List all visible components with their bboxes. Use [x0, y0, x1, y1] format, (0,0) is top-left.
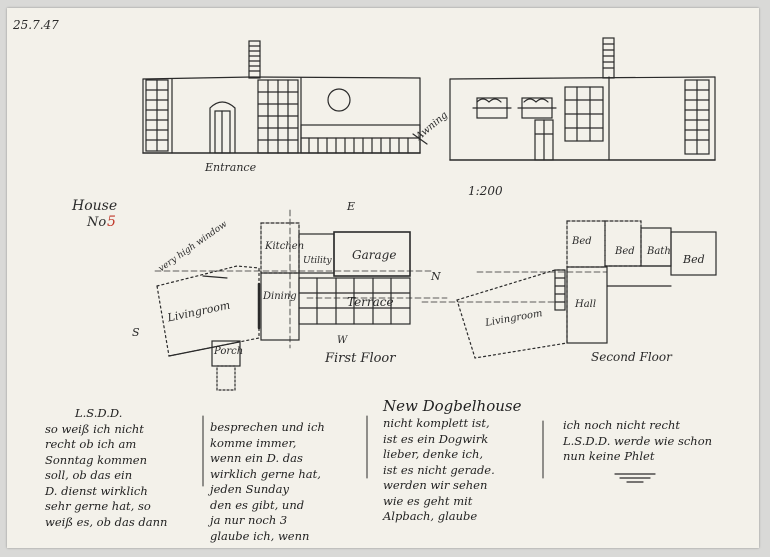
room-bath: Bath [647, 246, 671, 257]
note-column-4: ich noch nicht recht L.S.D.D. werde wie … [563, 418, 712, 465]
room-bed-1: Bed [572, 236, 592, 247]
house-label: House [72, 198, 118, 214]
note-line: nun keine Phlet [563, 449, 655, 463]
sheet-date: 25.7.47 [13, 18, 59, 32]
note-line: Alpbach, glaube [383, 509, 478, 523]
scale-label: 1:200 [468, 184, 503, 198]
note-line: sehr gerne hat, so [45, 499, 151, 513]
note-line: glaube ich, wenn [210, 528, 310, 543]
note-line: ist es nicht gerade. [383, 462, 495, 477]
house-drawing [142, 37, 717, 487]
compass-south: S [132, 326, 140, 339]
note-line: D. dienst wirklich [45, 483, 148, 498]
house-number-prefix: No [87, 215, 107, 230]
note-column-3: New Dogbelhouse nicht komplett ist, ist … [383, 396, 521, 525]
note-line: Sonntag kommen [45, 452, 148, 467]
note-column-2: besprechen und ich komme immer, wenn ein… [210, 420, 325, 544]
room-garage: Garage [352, 248, 397, 262]
note-line: soll, ob das ein [45, 468, 133, 482]
note-line: den es gibt, und [210, 497, 305, 512]
note-line: L.S.D.D. werde wie schon [563, 433, 713, 448]
note-line: weiß es, ob das dann [45, 514, 168, 529]
room-dining: Dining [263, 291, 297, 302]
room-utility: Utility [303, 256, 332, 266]
room-bed-3: Bed [683, 253, 705, 266]
second-floor-plan [421, 220, 717, 359]
compass-west: W [337, 335, 348, 346]
note-line: ja nur noch 3 [210, 513, 288, 527]
note-line: ist es ein Dogwirk [383, 431, 489, 446]
drawing-sheet: 25.7.47 1:200 House No 5 Entrance Awning… [7, 8, 759, 548]
entrance-label: Entrance [205, 161, 257, 174]
room-porch: Porch [214, 346, 244, 357]
note-line: wirklich gerne hat, [210, 466, 321, 481]
note-line: nicht komplett ist, [383, 416, 490, 430]
room-bed-2: Bed [615, 246, 635, 257]
note-line: so weiß ich nicht [45, 421, 144, 436]
note-line: komme immer, [210, 435, 297, 450]
note-line: L.S.D.D. [75, 406, 123, 420]
note-line: ich noch nicht recht [563, 418, 680, 432]
house-number: 5 [107, 214, 116, 230]
compass-north: N [431, 270, 441, 283]
note-column-3-title: New Dogbelhouse [383, 397, 522, 415]
compass-east: E [347, 200, 356, 213]
room-terrace: Terrace [347, 295, 394, 309]
note-line: besprechen und ich [210, 420, 325, 434]
note-line: werden wir sehen [383, 478, 488, 492]
note-line: jeden Sunday [210, 482, 290, 496]
room-kitchen: Kitchen [265, 241, 305, 252]
note-column-1: L.S.D.D. so weiß ich nicht recht ob ich … [45, 406, 167, 530]
right-elevation [449, 37, 716, 161]
note-line: lieber, denke ich, [383, 447, 484, 461]
first-floor-plan [154, 209, 448, 391]
second-floor-title: Second Floor [591, 350, 672, 364]
note-line: wie es geht mit [383, 493, 473, 508]
first-floor-title: First Floor [325, 351, 396, 366]
left-elevation [142, 40, 428, 154]
note-line: recht ob ich am [45, 437, 137, 451]
note-line: wenn ein D. das [210, 451, 303, 465]
room-hall: Hall [575, 299, 597, 310]
